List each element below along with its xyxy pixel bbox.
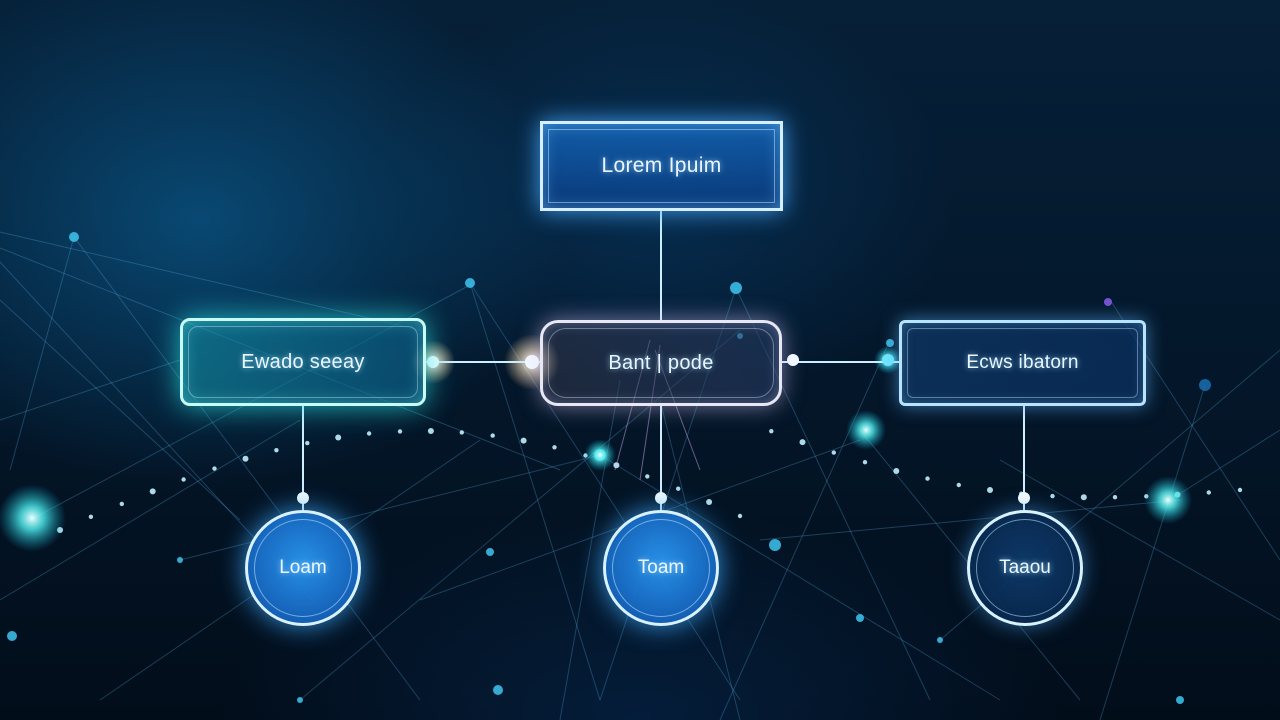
endpoint-dot [297,492,309,504]
arc-light-dot [1112,495,1118,500]
arc-light-dot [242,455,249,462]
middle-right-node: Ecws ibatorn [899,320,1146,406]
bottom-right-circle-node: Taaou [967,510,1083,626]
arc-light-dot [862,460,868,465]
arc-light-dot [335,434,342,441]
top-node-label: Lorem Ipuim [601,154,722,177]
endpoint-dot [525,355,539,369]
arc-light-dot [706,499,713,505]
arc-light-dot [956,482,961,488]
arc-light-dot [769,429,774,434]
arc-light-dot [490,433,495,438]
bottom-left-circle-label: Loam [279,557,327,578]
endpoint-dot [787,354,799,366]
arc-light-dot [893,468,900,474]
arc-light-dot [149,488,156,495]
bottom-left-circle-node: Loam [245,510,361,626]
middle-center-node-label: Bant | pode [608,351,714,374]
arc-light-dot [212,466,217,471]
middle-left-node-label: Ewado seeay [241,350,365,373]
arc-light-dot [427,428,434,434]
arc-light-dot [1237,487,1243,493]
arc-light-dot [799,439,806,446]
arc-light-dot [88,514,94,519]
arc-light-dot [119,501,125,507]
middle-center-node: Bant | pode [540,320,782,406]
bottom-center-circle-label: Toam [637,557,685,578]
arc-light-dot [397,429,403,434]
connector-endpoints [297,354,1030,504]
endpoint-dot [655,492,667,504]
bottom-center-circle-node: Toam [603,510,719,626]
arc-light-dot [831,450,836,455]
arc-light-dot [925,476,930,481]
arc-light-dot [305,440,310,446]
endpoint-dot [882,354,894,366]
top-node: Lorem Ipuim [540,121,783,211]
middle-right-node-label: Ecws ibatorn [966,352,1079,373]
arc-light-dot [645,474,650,479]
arc-light-dot [1050,493,1055,499]
endpoint-dot [1018,492,1030,504]
bottom-right-circle-label: Taaou [999,557,1051,578]
arc-light-dot [1206,490,1212,495]
mesh-lines [0,231,1280,720]
arc-light-dot [676,486,681,491]
arc-light-dot [613,462,620,469]
arc-light-dot [987,487,993,493]
arc-light-dot [366,431,372,436]
arc-light-dot [552,445,557,450]
arc-light-dot [1080,494,1087,501]
arc-light-dot [459,430,464,435]
arc-light-dot [181,477,186,482]
arc-light-dot [737,513,743,519]
arc-light-dot [274,448,279,453]
arc-light-dot [520,437,527,444]
middle-left-node: Ewado seeay [180,318,426,406]
endpoint-dot [427,356,439,368]
